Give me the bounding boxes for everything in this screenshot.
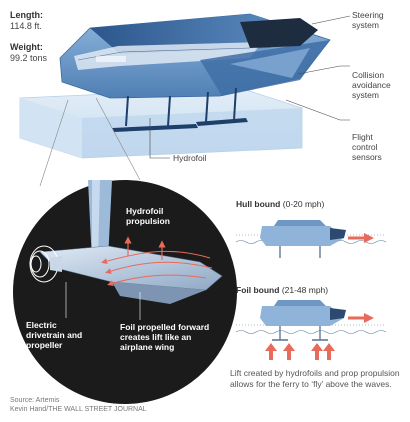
detail-callout-lines — [65, 282, 141, 320]
flow-arrows — [101, 250, 213, 287]
hull-bound-illustration — [235, 220, 387, 258]
callout-lines — [149, 15, 351, 159]
length-value: 114.8 ft. — [10, 21, 42, 31]
foil-caption: Lift created by hydrofoils and prop prop… — [230, 368, 400, 389]
detail-foil — [39, 245, 223, 304]
weight-label: Weight: — [10, 42, 43, 52]
foil-lift-label: Foil propelled forward creates lift like… — [120, 322, 210, 352]
hydrofoils — [112, 87, 248, 132]
foil-bound-illustration — [235, 300, 387, 360]
source-credit: Source: Artemis Kevin Hand/THE WALL STRE… — [10, 397, 147, 413]
water-block — [19, 87, 303, 159]
hydrofoil-propulsion-label: Hydrofoil propulsion — [126, 206, 170, 226]
steering-system-label: Steering system — [352, 10, 384, 30]
flight-control-sensors-label: Flight control sensors — [352, 132, 382, 162]
detail-strut — [88, 180, 112, 262]
hydrofoil-label: Hydrofoil — [173, 153, 207, 163]
weight-value: 99.2 tons — [10, 53, 48, 63]
length-label: Length: — [10, 10, 43, 20]
ferry-illustration — [59, 13, 331, 99]
electric-drivetrain-label: Electric drivetrain and propeller — [26, 320, 83, 350]
lift-arrows — [124, 236, 166, 260]
foil-bound-title: Foil bound (21-48 mph) — [236, 285, 329, 295]
propeller-icon — [29, 245, 62, 283]
collision-avoidance-label: Collision avoidance system — [352, 70, 391, 100]
hull-bound-title: Hull bound (0-20 mph) — [236, 199, 325, 209]
